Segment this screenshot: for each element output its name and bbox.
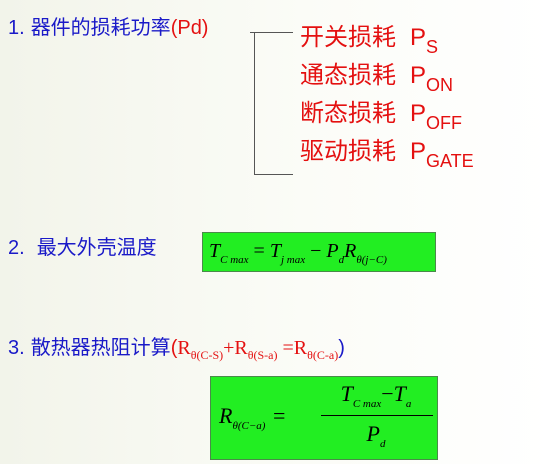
section3-number: 3.	[8, 337, 25, 359]
loss-label: 断态损耗	[300, 99, 396, 127]
section1-abbr: (Pd)	[170, 17, 209, 39]
section2-heading: 2. 最大外壳温度	[8, 236, 157, 260]
loss-symbol: POFF	[410, 100, 463, 133]
thermal-resistance-relation: Rθ(C-S)+Rθ(S-a) =Rθ(C-a)	[177, 337, 339, 362]
section3-heading: 3.散热器热阻计算(Rθ(C-S)+Rθ(S-a) =Rθ(C-a))	[8, 337, 345, 362]
loss-label: 通态损耗	[300, 61, 396, 89]
section1-number: 1.	[8, 17, 25, 39]
loss-symbol: PGATE	[410, 138, 474, 171]
loss-label: 开关损耗	[300, 23, 396, 51]
loss-item-on-state: 通态损耗 PON	[300, 60, 453, 100]
loss-label: 驱动损耗	[300, 137, 396, 165]
loss-item-switching: 开关损耗 PS	[300, 22, 438, 62]
grouping-bracket	[254, 32, 293, 175]
section1-heading: 1.器件的损耗功率(Pd)	[8, 16, 208, 40]
loss-symbol: PON	[410, 62, 454, 95]
section2-number: 2.	[8, 237, 25, 259]
max-case-temperature-formula: TC max = Tj max − PdRθ(j−C)	[202, 232, 436, 272]
fraction-bar	[321, 415, 433, 416]
loss-item-off-state: 断态损耗 POFF	[300, 98, 462, 138]
section3-title: 散热器热阻计算	[30, 337, 171, 359]
section1-title: 器件的损耗功率	[30, 17, 171, 39]
heatsink-resistance-formula: Rθ(C−a) = TC max−Ta Pd	[210, 376, 438, 460]
loss-symbol: PS	[410, 24, 439, 57]
bracket-stub	[250, 32, 256, 33]
loss-item-gate-drive: 驱动损耗 PGATE	[300, 136, 474, 176]
section2-title: 最大外壳温度	[36, 237, 157, 259]
